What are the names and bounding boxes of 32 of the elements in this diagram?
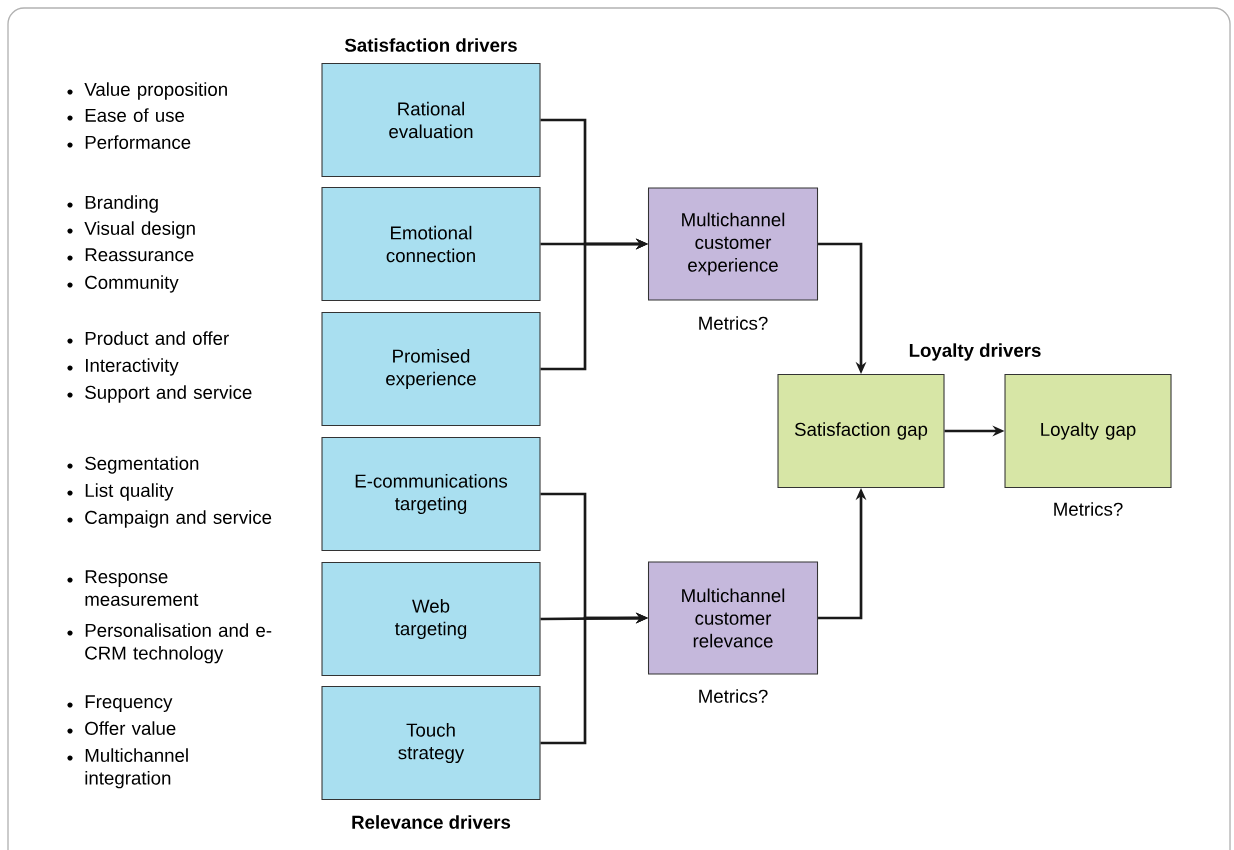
bullet-item: Reassurance xyxy=(67,248,194,262)
bullet-item: Response measurement xyxy=(67,570,199,606)
metrics-note: Metrics? xyxy=(699,689,768,703)
bullet-item: Multichannel integration xyxy=(67,748,188,789)
bullet-item: Interactivity xyxy=(67,358,179,376)
process-box: Emotional connection xyxy=(321,186,541,302)
process-box: Multichannel customer relevance xyxy=(647,561,819,675)
bullet-item: Segmentation xyxy=(67,456,199,474)
process-box: Web targeting xyxy=(321,561,541,677)
process-box: Rational evaluation xyxy=(321,62,541,178)
bullet-item: Community xyxy=(67,275,179,293)
bullet-item: Support and service xyxy=(67,385,252,403)
bullet-item: Offer value xyxy=(67,721,176,735)
bullet-item: Ease of use xyxy=(67,108,185,122)
bullet-item: Frequency xyxy=(67,695,173,712)
process-box: Multichannel customer experience xyxy=(647,187,819,301)
process-box: Satisfaction gap xyxy=(777,373,945,489)
process-box: Touch strategy xyxy=(321,685,541,801)
metrics-note: Metrics? xyxy=(699,316,768,330)
bullet-item: Product and offer xyxy=(67,331,229,345)
bullet-item: Performance xyxy=(67,135,191,149)
bullet-item: Personalisation and e-CRM technology xyxy=(67,623,272,664)
group-heading: Loyalty drivers xyxy=(909,343,1041,361)
bullet-item: Campaign and service xyxy=(67,510,272,528)
metrics-note: Metrics? xyxy=(1054,502,1123,516)
process-box: Promised experience xyxy=(321,311,541,427)
bullet-item: Visual design xyxy=(67,221,195,239)
process-box: E-communications targeting xyxy=(321,436,541,552)
process-box: Loyalty gap xyxy=(1004,373,1172,489)
bullet-item: List quality xyxy=(67,483,174,501)
bullet-item: Branding xyxy=(67,195,158,213)
bullet-item: Value proposition xyxy=(67,82,227,100)
